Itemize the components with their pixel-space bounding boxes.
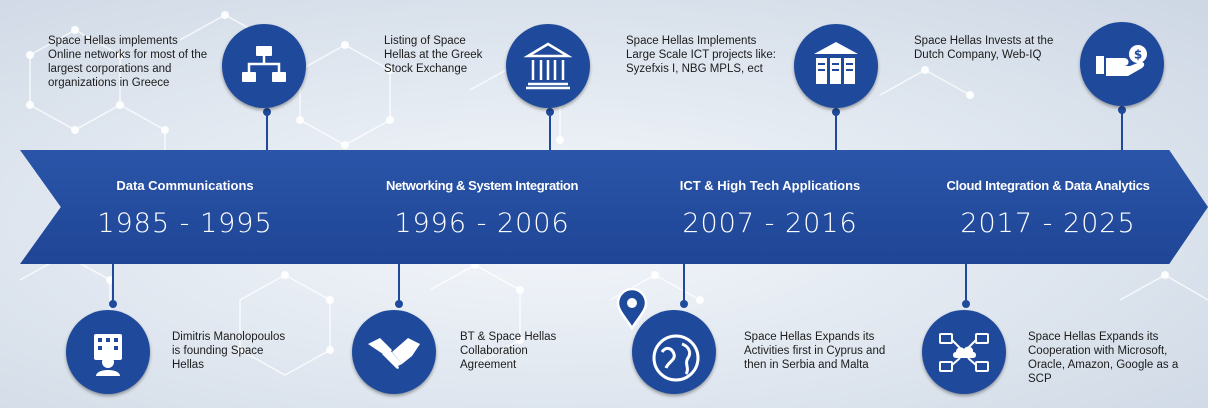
milestone-top-text-3: Space Hellas Implements Large Scale ICT … (626, 35, 776, 75)
milestone-bottom-circle-4 (922, 310, 1006, 394)
milestone-top-text-2: Listing of Space Hellas at the Greek Sto… (384, 35, 483, 75)
milestone-top-dot-2 (546, 108, 554, 116)
network-hierarchy-icon (242, 46, 286, 82)
milestone-top-circle-1 (222, 24, 306, 108)
phase-title-1: Data Communications (116, 178, 254, 193)
milestone-top-circle-2 (506, 24, 590, 108)
milestone-top-text-4: Space Hellas Invests at the Dutch Compan… (914, 35, 1054, 61)
handshake-icon (368, 338, 420, 369)
milestone-bottom-dot-1 (109, 300, 117, 308)
milestone-bottom-text-2: BT & Space Hellas Collaboration Agreemen… (460, 331, 557, 371)
founder-building-icon (94, 334, 122, 376)
milestone-bottom-text-4: Space Hellas Expands its Cooperation wit… (1028, 331, 1179, 385)
globe-location-pin-icon (652, 334, 700, 382)
phase-title-4: Cloud Integration & Data Analytics (946, 178, 1150, 193)
milestone-top-stem-1 (266, 112, 268, 150)
phase-title-2: Networking & System Integration (385, 178, 579, 193)
location-pin-icon (614, 287, 650, 331)
phase-years-2: 1996 - 2006 (394, 208, 570, 239)
milestone-top-circle-3 (794, 24, 878, 108)
svg-text:$: $ (1134, 48, 1142, 62)
milestone-top-circle-4: $ (1080, 22, 1164, 106)
milestone-bottom-dot-4 (962, 300, 970, 308)
milestone-top-dot-1 (263, 108, 271, 116)
phase-title-3: ICT & High Tech Applications (679, 178, 861, 193)
milestone-top-stem-4 (1121, 110, 1123, 150)
milestone-bottom-circle-2 (352, 310, 436, 394)
phase-years-4: 2017 - 2025 (960, 208, 1136, 239)
phase-chevron-4 (885, 150, 1208, 264)
milestone-bottom-text-1: Dimitris Manolopoulos is founding Space … (172, 331, 286, 371)
stock-exchange-building-icon (523, 42, 573, 90)
phase-chevron-2 (312, 150, 650, 264)
milestone-bottom-stem-1 (112, 264, 114, 304)
milestone-top-dot-4 (1118, 106, 1126, 114)
milestone-bottom-dot-3 (680, 300, 688, 308)
phase-chevron-3 (602, 150, 940, 264)
phase-chevron-1 (20, 150, 360, 264)
phase-years-3: 2007 - 2016 (682, 208, 858, 239)
milestone-bottom-stem-4 (965, 264, 967, 304)
milestone-bottom-circle-3 (632, 310, 716, 394)
milestone-bottom-stem-3 (683, 264, 685, 304)
milestone-top-stem-3 (835, 112, 837, 150)
milestone-bottom-circle-1 (66, 310, 150, 394)
milestone-bottom-stem-2 (398, 264, 400, 304)
milestone-top-text-1: Space Hellas implements Online networks … (48, 35, 208, 89)
data-center-icon (814, 42, 858, 84)
cloud-network-icon (939, 333, 989, 372)
milestone-top-stem-2 (549, 112, 551, 150)
milestone-bottom-text-3: Space Hellas Expands its Activities firs… (744, 331, 886, 371)
milestone-bottom-dot-2 (395, 300, 403, 308)
investment-hand-money-icon: $ (1096, 45, 1147, 76)
milestone-top-dot-3 (832, 108, 840, 116)
phase-years-1: 1985 - 1995 (97, 208, 273, 239)
